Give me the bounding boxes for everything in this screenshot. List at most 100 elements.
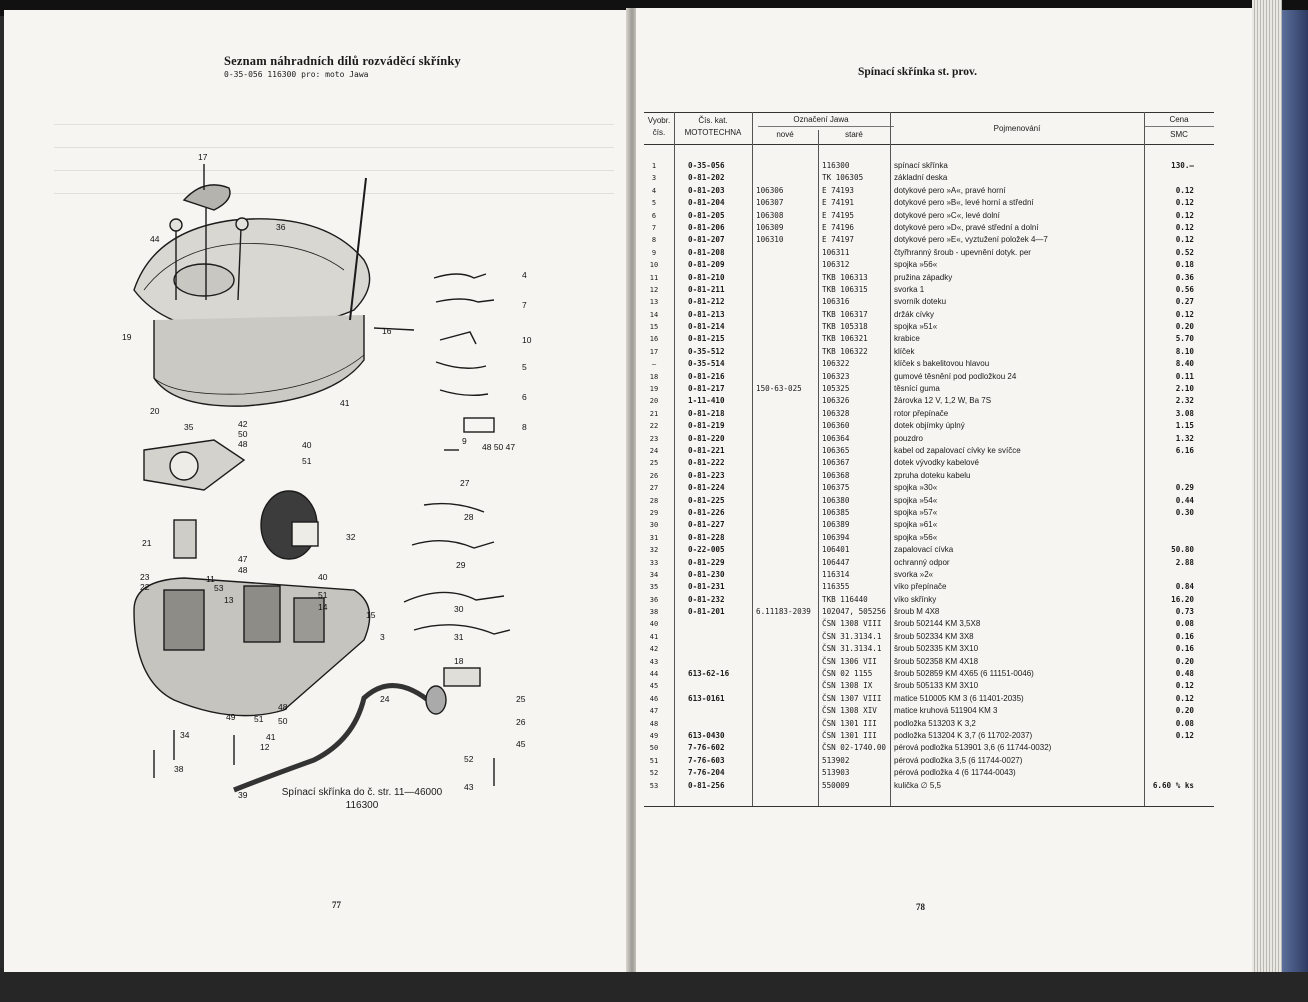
cell-nazev: svorka 1	[894, 284, 925, 294]
cell-catalog: 0-22-005	[688, 545, 725, 555]
cell-vyobr: 17	[649, 347, 659, 356]
cell-cena: 1.15	[1175, 421, 1194, 431]
left-page: Seznam náhradních dílů rozváděcí skřínky…	[4, 10, 628, 972]
cell-catalog: 0-81-228	[688, 532, 725, 542]
cell-cena: 16.20	[1171, 594, 1194, 604]
cell-vyobr: 27	[649, 484, 659, 493]
cell-vyobr: 13	[649, 298, 659, 307]
table-divider	[674, 112, 675, 806]
callout-label: 26	[516, 717, 526, 727]
cell-stare: 116355	[822, 582, 850, 592]
cell-cena: 0.20	[1175, 706, 1194, 716]
cell-cena: 0.30	[1175, 507, 1194, 517]
cell-catalog: 0-81-230	[688, 569, 725, 579]
cell-vyobr: 22	[649, 422, 659, 431]
cell-cena: 1.32	[1175, 433, 1194, 443]
callout-label: 20	[150, 406, 160, 416]
header-smc: SMC	[1170, 130, 1188, 139]
cell-stare: E 74195	[822, 210, 855, 220]
callout-label: 32	[346, 532, 356, 542]
cell-stare: 106323	[822, 371, 850, 381]
table-rule	[758, 126, 894, 127]
callout-label: 51	[302, 456, 312, 466]
cell-stare: 106447	[822, 557, 850, 567]
table-rule	[644, 112, 1214, 113]
callout-label: 39	[238, 790, 248, 800]
cell-cena: 0.16	[1175, 644, 1194, 654]
header-vyobr: Vyobr.	[647, 116, 671, 125]
cell-vyobr: 38	[649, 608, 659, 617]
cell-catalog: 1-11-410	[688, 396, 725, 406]
cell-vyobr: 32	[649, 546, 659, 555]
cell-vyobr: 6	[651, 211, 657, 220]
callout-label: 16	[382, 326, 392, 336]
cell-vyobr: 50	[649, 744, 659, 753]
cell-cena: 0.48	[1175, 669, 1194, 679]
cell-nazev: šroub M 4X8	[894, 607, 940, 617]
cell-vyobr: 8	[651, 236, 657, 245]
cell-stare: 106367	[822, 458, 850, 468]
cell-vyobr: 21	[649, 409, 659, 418]
cell-vyobr: 45	[649, 682, 659, 691]
show-through-table	[54, 102, 614, 202]
cell-cena: 2.32	[1175, 396, 1194, 406]
cell-nazev: svorník doteku	[894, 297, 947, 307]
exploded-parts-drawing: 17 36 44 16 19 4 7 10 5 6 8 41 20 35 42 …	[122, 152, 532, 800]
cell-nazev: klíček	[894, 346, 915, 356]
callout-label: 34	[180, 730, 190, 740]
cell-cena: 0.52	[1175, 247, 1194, 257]
cell-cena: 0.12	[1175, 681, 1194, 691]
cell-vyobr: 29	[649, 508, 659, 517]
cell-catalog: 0-81-217	[688, 384, 725, 394]
cell-vyobr: 3	[651, 174, 657, 183]
cell-vyobr: 48	[649, 719, 659, 728]
desk-background	[0, 968, 1308, 1002]
cell-nazev: matice 510005 KM 3 (6 11401-2035)	[894, 693, 1024, 703]
cell-cena: 2.88	[1175, 557, 1194, 567]
cell-stare: 106401	[822, 545, 850, 555]
callout-label: 6	[522, 392, 527, 402]
cell-nazev: spojka »56«	[894, 260, 938, 270]
callout-label: 4	[522, 270, 527, 280]
cell-vyobr: 52	[649, 769, 659, 778]
cell-nazev: víko přepínače	[894, 582, 947, 592]
callout-label: 48 50 47	[482, 442, 515, 452]
cell-vyobr: 53	[649, 781, 659, 790]
cell-nazev: šroub 505133 KM 3X10	[894, 681, 979, 691]
callout-label: 29	[456, 560, 466, 570]
cell-cena: 0.11	[1175, 371, 1194, 381]
cell-nazev: kabel od zapalovací cívky ke svíčce	[894, 445, 1021, 455]
cell-catalog: 0-81-212	[688, 297, 725, 307]
cell-stare: E 74197	[822, 235, 855, 245]
cell-vyobr: 1	[651, 162, 657, 170]
cell-catalog: 0-81-208	[688, 247, 725, 257]
cell-vyobr: 16	[649, 335, 659, 344]
cell-stare: TKB 106322	[822, 346, 868, 356]
parts-table: Vyobr. čís. Čís. kat. MOTOTECHNA Označen…	[644, 112, 1214, 808]
cell-vyobr: 5	[651, 199, 657, 208]
cell-nazev: zpruha doteku kabelu	[894, 470, 971, 480]
cell-catalog: 0-81-211	[688, 284, 725, 294]
callout-label: 48	[238, 565, 248, 575]
callout-label: 53	[214, 583, 224, 593]
cell-stare: 106328	[822, 408, 850, 418]
cell-nazev: dotykové pero »A«, pravé horní	[894, 185, 1006, 195]
cell-nove: 106308	[756, 210, 784, 220]
